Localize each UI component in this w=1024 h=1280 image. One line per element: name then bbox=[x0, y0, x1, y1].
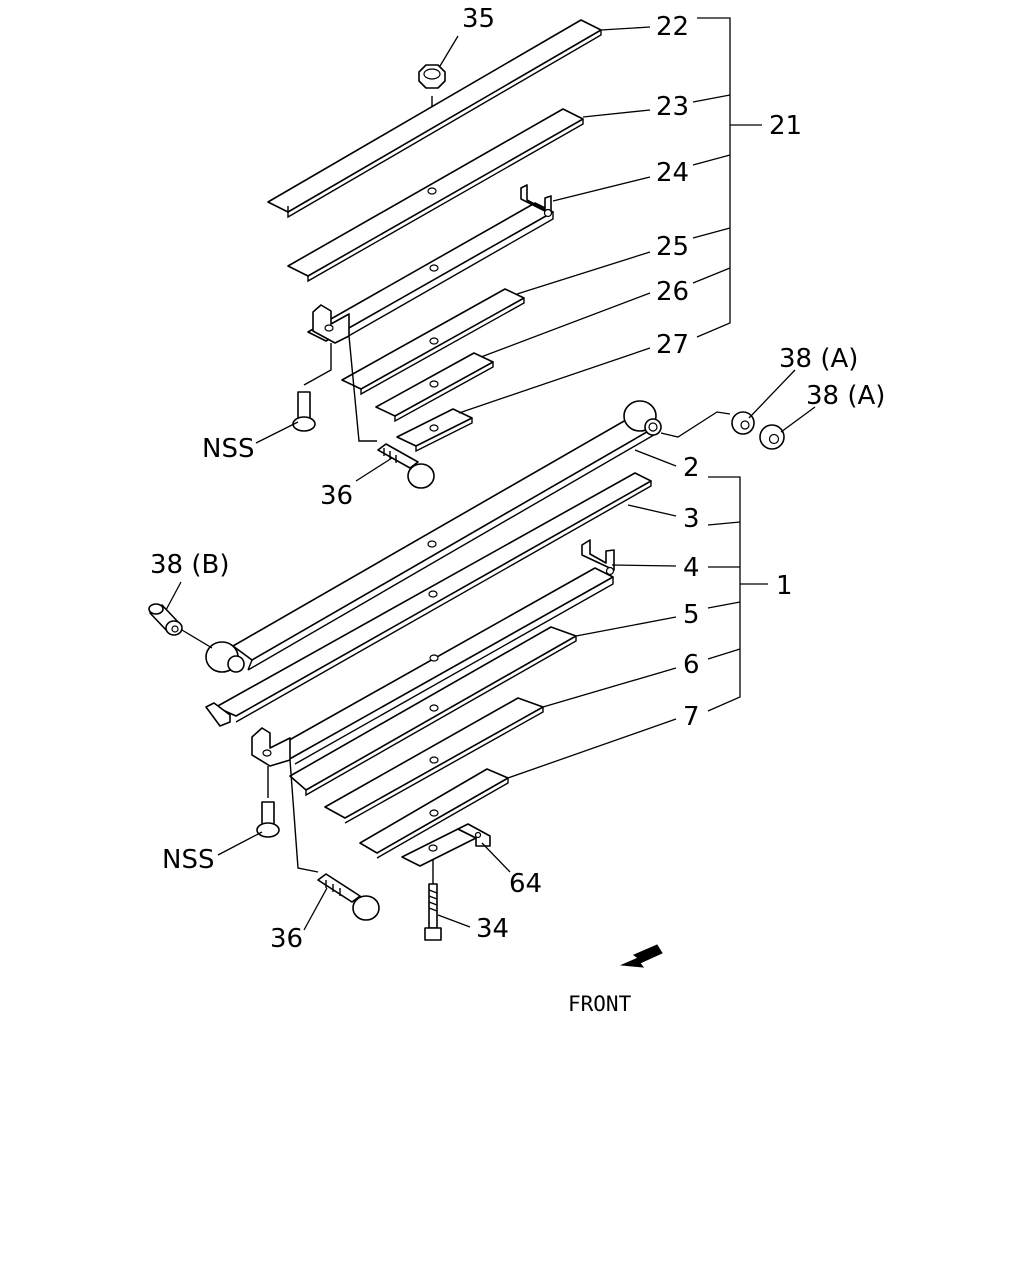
arrow-icon bbox=[620, 944, 663, 968]
part-36-upper-bolt bbox=[348, 335, 435, 489]
part-27-leaf bbox=[396, 408, 473, 453]
lower-spring-assembly bbox=[148, 400, 785, 941]
part-26-leaf bbox=[375, 352, 494, 423]
callout-25: 25 bbox=[656, 232, 689, 262]
callout-22: 22 bbox=[656, 12, 689, 42]
part-2-main-leaf bbox=[205, 400, 662, 673]
callout-27: 27 bbox=[656, 330, 689, 360]
callout-1: 1 bbox=[776, 571, 793, 601]
callout-64: 64 bbox=[509, 869, 542, 899]
callout-26: 26 bbox=[656, 277, 689, 307]
callout-nss-upper: NSS bbox=[202, 434, 254, 464]
front-direction-arrow: FRONT bbox=[568, 944, 663, 1016]
part-23-leaf bbox=[287, 108, 584, 283]
callout-6: 6 bbox=[683, 650, 700, 680]
callout-4: 4 bbox=[683, 553, 700, 583]
part-25-leaf bbox=[341, 288, 525, 396]
callout-24: 24 bbox=[656, 158, 689, 188]
callout-35: 35 bbox=[462, 4, 495, 34]
callout-3: 3 bbox=[683, 504, 700, 534]
callout-34: 34 bbox=[476, 914, 509, 944]
leader-lines bbox=[165, 17, 816, 931]
part-36-lower-bolt bbox=[289, 759, 380, 921]
callout-36-upper: 36 bbox=[320, 481, 353, 511]
part-34-bolt bbox=[424, 860, 442, 941]
callout-38a-2: 38 (A) bbox=[806, 381, 885, 411]
part-35-nut bbox=[418, 64, 446, 120]
callout-labels: 35 22 23 21 24 25 26 27 38 (A) 38 (A) NS… bbox=[150, 4, 885, 954]
part-4-leaf-with-clips bbox=[251, 539, 615, 767]
callout-5: 5 bbox=[683, 600, 700, 630]
front-label: FRONT bbox=[568, 992, 632, 1016]
callout-nss-lower: NSS bbox=[162, 845, 214, 875]
callout-38a-1: 38 (A) bbox=[779, 344, 858, 374]
part-38b-bushing bbox=[148, 603, 213, 649]
callout-38b: 38 (B) bbox=[150, 550, 229, 580]
part-24-leaf-with-clips bbox=[307, 184, 554, 344]
nss-upper-bolt bbox=[292, 343, 332, 432]
nss-lower-bolt bbox=[256, 766, 280, 838]
callout-7: 7 bbox=[683, 702, 700, 732]
upper-spring-assembly bbox=[267, 19, 602, 489]
callout-36-lower: 36 bbox=[270, 924, 303, 954]
callout-2: 2 bbox=[683, 453, 700, 483]
part-3-leaf bbox=[205, 472, 652, 727]
part-38a-bushings bbox=[660, 411, 785, 450]
part-64-bracket bbox=[401, 823, 491, 867]
callout-23: 23 bbox=[656, 92, 689, 122]
callout-21: 21 bbox=[769, 111, 802, 141]
